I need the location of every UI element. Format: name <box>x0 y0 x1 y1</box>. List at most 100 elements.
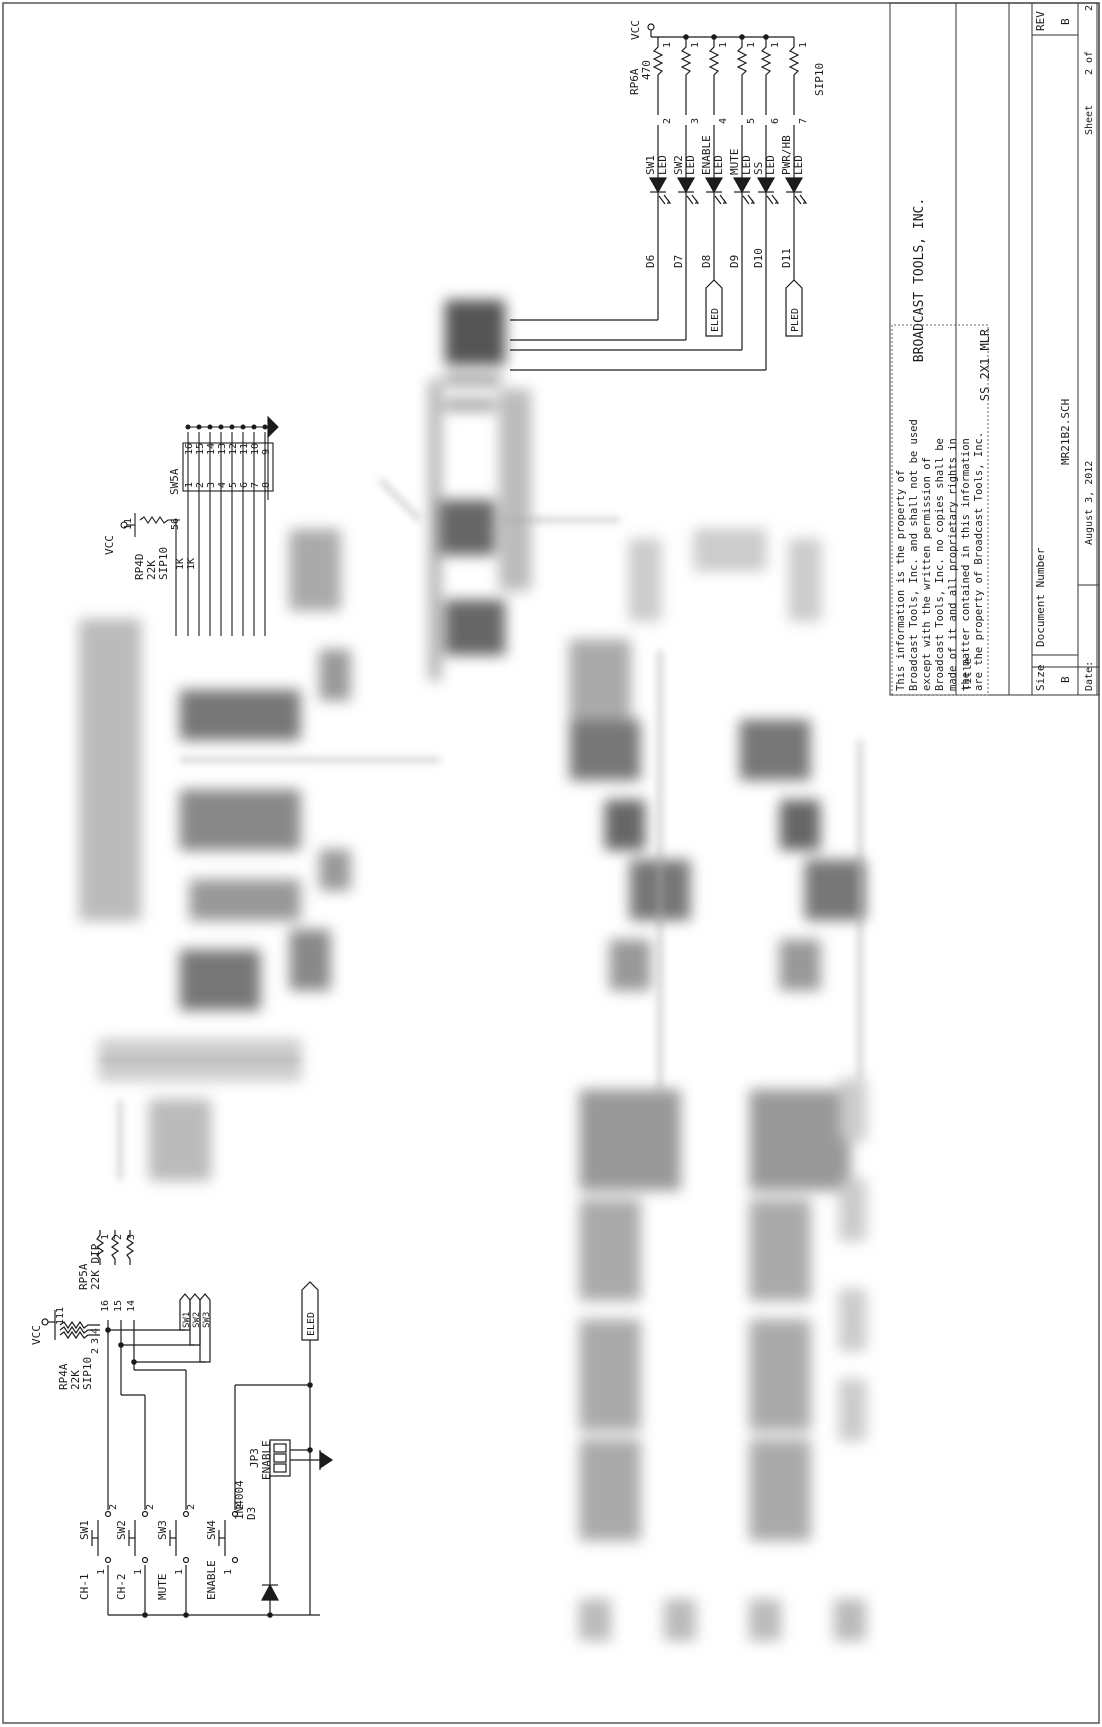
rp4a-pin: 3 <box>90 1338 101 1344</box>
switch-ref: SW1 <box>78 1520 91 1540</box>
sw5a-pin: 13 <box>217 443 228 455</box>
vcc-label: VCC <box>103 535 116 555</box>
diode-part: 1N4004 <box>233 1480 246 1520</box>
notice-line: except with the written permission of <box>921 457 933 691</box>
sw5a-pin: 1 <box>184 482 195 488</box>
switch-label: ENABLE <box>205 1560 218 1600</box>
title-block: BROADCAST TOOLS, INC. Title SS 2X1 MLR S… <box>889 2 1100 696</box>
diode-ref: D3 <box>245 1507 258 1520</box>
port-sw3: SW3 <box>202 1312 212 1328</box>
sw5a-pin: 2 <box>195 482 206 488</box>
led-ref: D6 <box>644 255 657 268</box>
redacted-traces <box>100 478 862 1180</box>
pin-number: 2 <box>662 118 673 124</box>
sw5a-pin: 9 <box>261 449 272 455</box>
led-type: LED <box>792 155 805 175</box>
rp5a-value: 22K DIP <box>89 1243 102 1290</box>
switch-ref: SW3 <box>156 1520 169 1540</box>
rp6a-package: SIP10 <box>813 63 826 96</box>
button-section <box>41 1230 334 1618</box>
rev-value: B <box>1059 18 1072 25</box>
sw5a-pin: 8 <box>261 482 272 488</box>
jumper-label: ENABLE <box>260 1440 273 1480</box>
notice-line: Broadcast Tools, Inc. and shall not be u… <box>908 419 920 691</box>
date-label: Date: <box>1084 661 1095 691</box>
led-type: LED <box>712 155 725 175</box>
notice-line: Broadcast Tools, Inc. no copies shall be <box>934 438 946 691</box>
pin-number: 1 <box>770 42 781 48</box>
port-sw1: SW1 <box>182 1312 192 1328</box>
led-labels: VCC RP6A 470 SIP10 <box>628 20 826 96</box>
rp4a-pin: 2 <box>90 1348 101 1354</box>
led-type: LED <box>656 155 669 175</box>
resistor-rp6a <box>736 37 748 115</box>
pin-number: 6 <box>770 118 781 124</box>
sw5a-pin: 4 <box>217 482 228 488</box>
proprietary-notice: This information is the property of Broa… <box>891 324 989 696</box>
dip-labels: VCC RP4D 22K SIP10 11 56 SW5A 1K 1K <box>103 468 197 580</box>
sw5a-pin: 15 <box>195 443 206 455</box>
switch-label: CH-1 <box>78 1574 91 1601</box>
switch-ref: SW4 <box>205 1520 218 1540</box>
rp4d-package: SIP10 <box>157 547 170 580</box>
sheet-value: 2 of <box>1084 51 1095 75</box>
port-sw2: SW2 <box>192 1312 202 1328</box>
sw5a-pin: 10 <box>250 443 261 455</box>
pin-number: 1 <box>690 42 701 48</box>
led-icon <box>756 177 776 194</box>
pin-number: 1 <box>133 1569 144 1575</box>
rp4a-ref: RP4A <box>57 1363 70 1390</box>
drawing-title: SS 2X1 MLR <box>978 328 992 401</box>
port-eled: ELED <box>306 1312 317 1336</box>
pin-number: 1 <box>174 1569 185 1575</box>
led-ref: D11 <box>780 248 793 268</box>
port-label: ELED <box>710 308 721 332</box>
sw5a-pin: 14 <box>206 443 217 455</box>
led-name: MUTE <box>728 149 741 176</box>
notice-line: This information is the property of <box>895 470 907 691</box>
resistor-rp6a <box>708 37 720 115</box>
res-1k-label: 1K <box>175 558 186 570</box>
sw5a-pin: 11 <box>239 443 250 455</box>
port-eled <box>705 279 723 337</box>
led-ref: D10 <box>752 248 765 268</box>
rp5a-pin: 15 <box>113 1300 124 1312</box>
sw5a-pin: 12 <box>228 443 239 455</box>
switch-label: MUTE <box>156 1574 169 1601</box>
pin-number: 5 <box>746 118 757 124</box>
rp4a-value: 22K <box>69 1370 82 1390</box>
res-1k-label: 1K <box>186 558 197 570</box>
led-type: LED <box>684 155 697 175</box>
led-icon <box>648 177 668 194</box>
pin-number: 1 <box>96 1569 107 1575</box>
size-value: B <box>1059 676 1072 683</box>
pin-number: 1 <box>223 1569 234 1575</box>
led-name: SW1 <box>644 155 657 175</box>
led-name: SS <box>752 162 765 175</box>
pin-number: 1 <box>662 42 673 48</box>
switch-label: CH-2 <box>115 1574 128 1601</box>
docnum-value: MR21B2.SCH <box>1059 399 1072 465</box>
rp4a-package: SIP10 <box>81 1357 94 1390</box>
pin-number: 2 <box>145 1504 156 1510</box>
rp5a-ref: RP5A <box>77 1263 90 1290</box>
led-type: LED <box>740 155 753 175</box>
pin-number: 2 <box>235 1504 246 1510</box>
notice-line: are the property of Broadcast Tools, Inc… <box>973 432 985 691</box>
sheet-label: Sheet <box>1084 105 1095 135</box>
pin-number: 1 <box>746 42 757 48</box>
led-icon <box>704 177 724 194</box>
led-icon <box>784 177 804 194</box>
sw5a-pin: 5 <box>228 482 239 488</box>
rp4d-ref: RP4D <box>133 554 146 581</box>
pin-number: 3 <box>690 118 701 124</box>
led-ref: D9 <box>728 255 741 268</box>
rp4d-value: 22K <box>145 560 158 580</box>
pin-number: 2 <box>186 1504 197 1510</box>
date-value: August 3, 2012 <box>1084 461 1095 545</box>
sw5a-ref: SW5A <box>168 468 181 495</box>
jumper-ref: JP3 <box>248 1448 261 1468</box>
